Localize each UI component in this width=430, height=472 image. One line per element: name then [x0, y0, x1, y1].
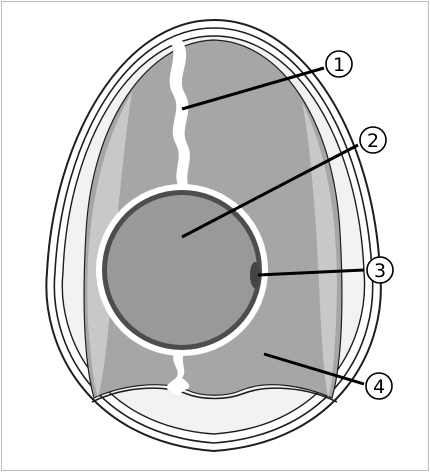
- label-4-text: 4: [373, 376, 385, 398]
- yolk: [107, 195, 257, 345]
- label-1-text: 1: [333, 54, 345, 76]
- label-2: 2: [360, 127, 386, 153]
- label-1: 1: [326, 51, 352, 77]
- label-3-text: 3: [374, 260, 386, 282]
- label-4: 4: [366, 373, 392, 399]
- label-2-text: 2: [367, 130, 379, 152]
- label-3: 3: [367, 257, 393, 283]
